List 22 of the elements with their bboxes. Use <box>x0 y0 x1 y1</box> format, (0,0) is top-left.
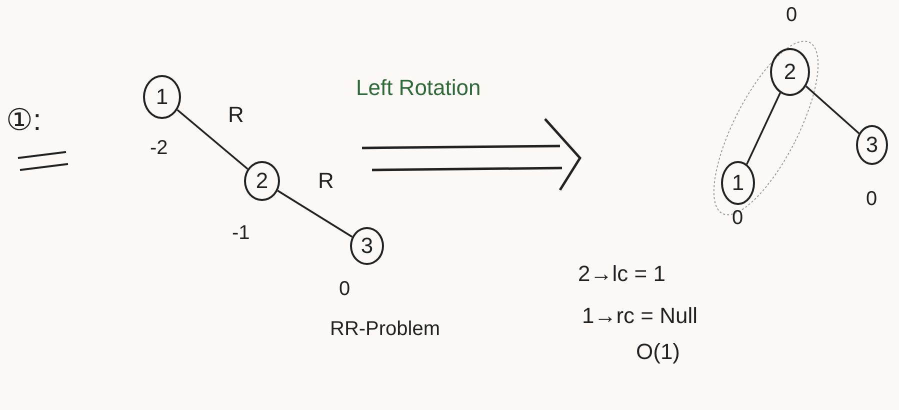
tree-node-circle: 1 <box>721 161 755 205</box>
balance-factor: 0 <box>866 188 878 210</box>
pointer-note: 2→lc = 1 <box>578 262 666 286</box>
pointer-note: 1→rc = Null <box>582 304 698 328</box>
tree-node-circle: 2 <box>770 48 810 96</box>
tree-node-circle: 2 <box>244 161 280 201</box>
balance-factor: 0 <box>786 4 798 26</box>
tree-edge <box>277 190 353 238</box>
step-number: ①: <box>6 104 42 137</box>
tree-edge <box>806 86 860 134</box>
balance-factor: -1 <box>232 222 250 244</box>
tree-edge <box>176 109 248 170</box>
tree-edge <box>746 92 782 165</box>
tree-node-circle: 3 <box>856 125 888 165</box>
complexity-note: O(1) <box>636 340 680 364</box>
tree-node-circle: 1 <box>143 75 181 119</box>
problem-caption: RR-Problem <box>330 318 440 340</box>
balance-factor: 0 <box>732 207 744 229</box>
rotation-label: Left Rotation <box>356 76 481 100</box>
balance-factor: -2 <box>150 137 168 159</box>
balance-factor: 0 <box>339 278 350 300</box>
tree-node-circle: 3 <box>350 227 384 265</box>
